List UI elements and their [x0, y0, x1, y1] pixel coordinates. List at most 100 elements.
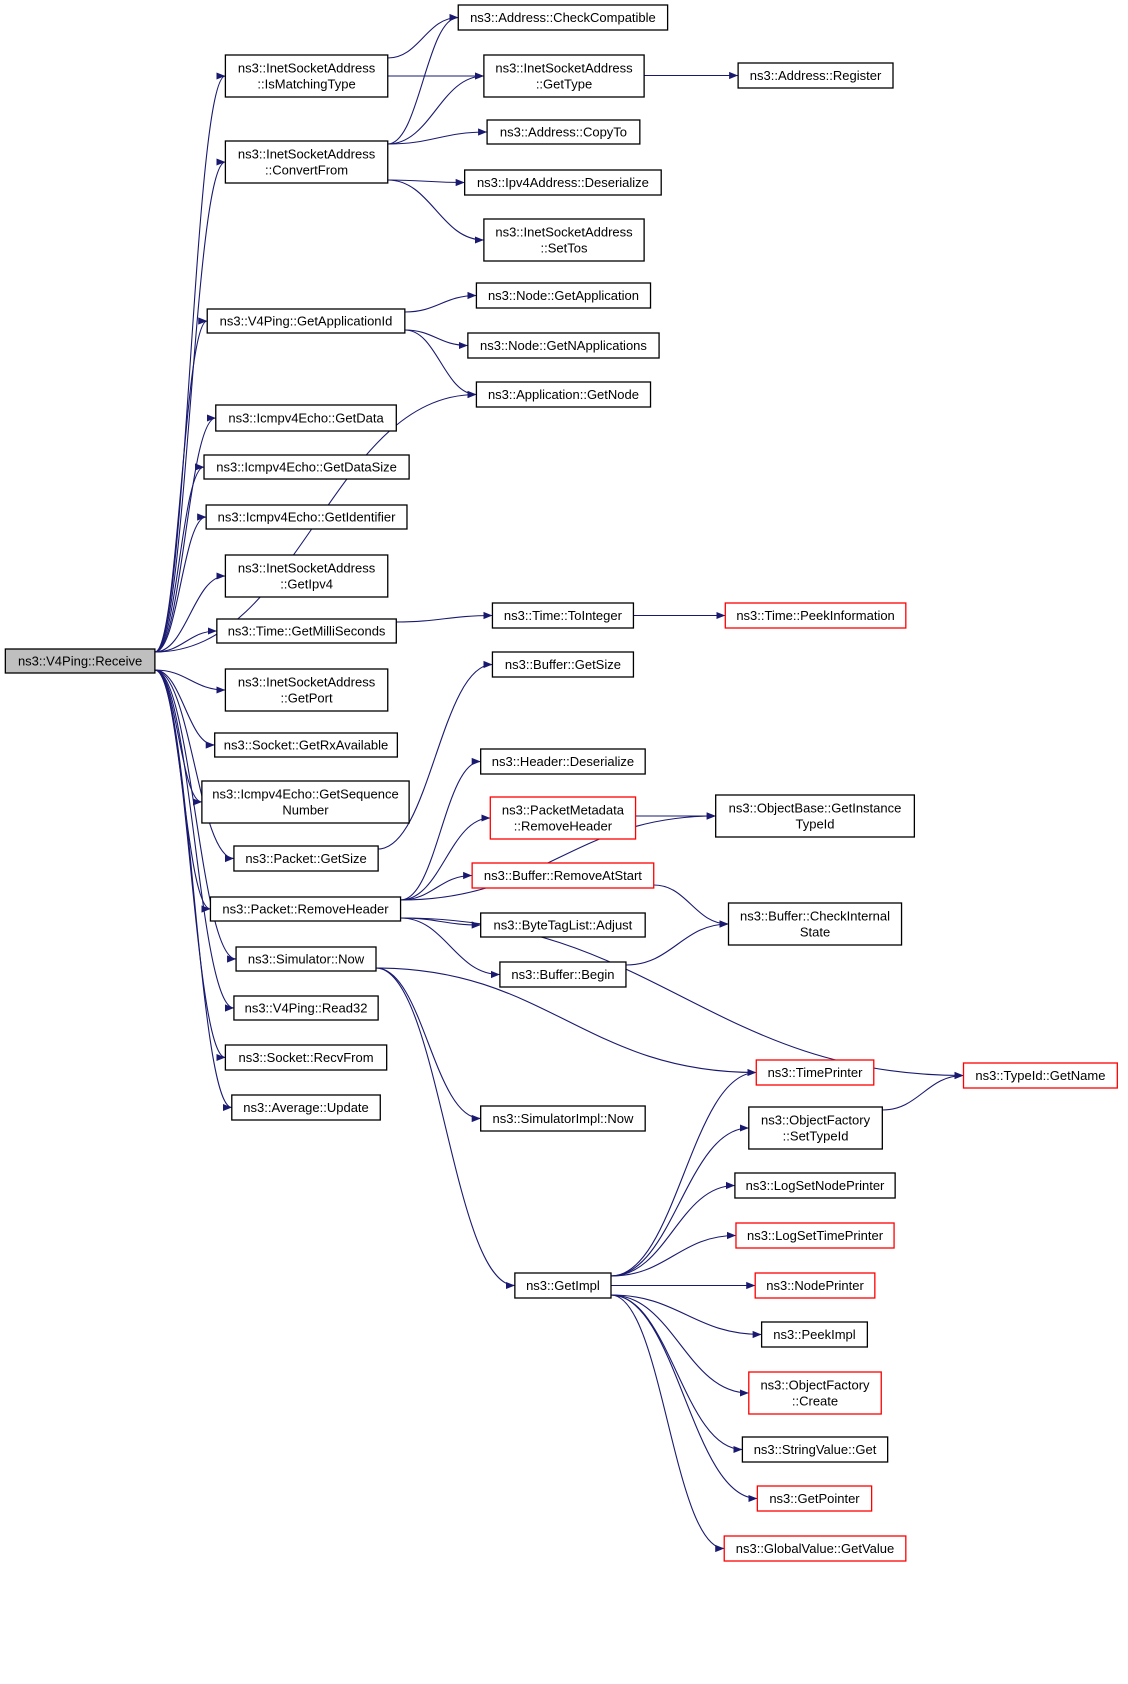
- node-v4-read32[interactable]: ns3::V4Ping::Read32: [233, 995, 379, 1021]
- node-box: [215, 404, 397, 432]
- node-timeprinter[interactable]: ns3::TimePrinter: [755, 1059, 875, 1086]
- node-socket-getrx[interactable]: ns3::Socket::GetRxAvailable: [214, 732, 399, 758]
- node-buffer-begin[interactable]: ns3::Buffer::Begin: [499, 961, 627, 988]
- node-box: [203, 454, 410, 480]
- node-globalvalue-getvalue[interactable]: ns3::GlobalValue::GetValue: [723, 1535, 907, 1562]
- node-buffer-getsize[interactable]: ns3::Buffer::GetSize: [491, 651, 635, 678]
- edge-receive-to-inet_getport: [154, 669, 226, 694]
- node-label: ns3::SimulatorImpl::Now: [492, 1111, 633, 1126]
- edge-v4_getappid-to-app_getnode: [404, 329, 477, 399]
- edge-receive-to-icmp_getdata: [154, 414, 216, 653]
- node-ipv4-deser[interactable]: ns3::Ipv4Address::Deserialize: [464, 169, 662, 196]
- node-label: ::GetIpv4: [280, 577, 333, 592]
- node-packet-removeheader[interactable]: ns3::Packet::RemoveHeader: [209, 896, 402, 922]
- node-label: ns3::GlobalValue::GetValue: [736, 1541, 895, 1556]
- node-label: ::ConvertFrom: [265, 163, 348, 178]
- node-label: ns3::Icmpv4Echo::GetData: [228, 411, 384, 426]
- node-typeid-getname[interactable]: ns3::TypeId::GetName: [962, 1062, 1118, 1089]
- node-packet-getsize[interactable]: ns3::Packet::GetSize: [233, 845, 379, 872]
- node-avg-update[interactable]: ns3::Average::Update: [231, 1094, 381, 1121]
- edge-getimpl-to-objfactory_settypeid: [610, 1124, 749, 1277]
- node-icmp-getdatasize[interactable]: ns3::Icmpv4Echo::GetDataSize: [203, 454, 410, 480]
- node-label: TypeId: [796, 817, 835, 832]
- node-label: ns3::Ipv4Address::Deserialize: [477, 175, 649, 190]
- edge-v4_getappid-to-node_getapp: [404, 291, 477, 313]
- node-getimpl[interactable]: ns3::GetImpl: [514, 1272, 612, 1299]
- edge-receive-to-time_getms: [154, 627, 217, 653]
- node-box: [4, 648, 156, 674]
- node-app-getnode[interactable]: ns3::Application::GetNode: [475, 381, 652, 408]
- node-label: ns3::Socket::RecvFrom: [238, 1050, 373, 1065]
- node-label: ::RemoveHeader: [514, 819, 613, 834]
- node-label: ns3::ObjectFactory: [761, 1113, 871, 1128]
- node-label: ns3::StringValue::Get: [754, 1442, 877, 1457]
- node-stringvalue-get[interactable]: ns3::StringValue::Get: [741, 1436, 889, 1463]
- node-inet-ismatching[interactable]: ns3::InetSocketAddress::IsMatchingType: [224, 54, 389, 98]
- node-logsetnodeprinter[interactable]: ns3::LogSetNodePrinter: [734, 1172, 896, 1199]
- edge-getimpl-to-logsettimeprinter: [610, 1231, 736, 1277]
- edge-receive-to-inet_convertfrom: [154, 158, 226, 653]
- node-objfactory-create[interactable]: ns3::ObjectFactory::Create: [748, 1371, 882, 1415]
- node-objfactory-settypeid[interactable]: ns3::ObjectFactory::SetTypeId: [748, 1106, 883, 1150]
- node-time-tointeger[interactable]: ns3::Time::ToInteger: [491, 602, 635, 629]
- node-getpointer[interactable]: ns3::GetPointer: [756, 1485, 873, 1512]
- node-addr-copyto[interactable]: ns3::Address::CopyTo: [486, 119, 641, 145]
- node-receive[interactable]: ns3::V4Ping::Receive: [4, 648, 156, 674]
- node-box: [480, 1105, 646, 1132]
- edge-receive-to-packet_getsize: [154, 669, 234, 863]
- edge-receive-to-sim_now: [154, 669, 237, 963]
- node-inet-getport[interactable]: ns3::InetSocketAddress::GetPort: [224, 668, 389, 712]
- node-addr-checkcompat[interactable]: ns3::Address::CheckCompatible: [457, 4, 669, 31]
- node-box: [475, 282, 652, 309]
- node-logsettimeprinter[interactable]: ns3::LogSetTimePrinter: [735, 1222, 895, 1249]
- edge-sim_now-to-simimpl_now: [375, 967, 481, 1123]
- edge-inet_convertfrom-to-inet_settos: [387, 179, 484, 244]
- node-nodeprinter[interactable]: ns3::NodePrinter: [754, 1272, 876, 1299]
- node-box: [233, 845, 379, 872]
- node-label: ns3::Buffer::CheckInternal: [740, 909, 890, 924]
- edge-receive-to-icmp_getdatasize: [154, 463, 205, 653]
- node-label: ns3::Buffer::RemoveAtStart: [484, 868, 642, 883]
- node-simimpl-now[interactable]: ns3::SimulatorImpl::Now: [480, 1105, 646, 1132]
- node-node-getapp[interactable]: ns3::Node::GetApplication: [475, 282, 652, 309]
- node-peekimpl[interactable]: ns3::PeekImpl: [760, 1321, 869, 1348]
- node-inet-getipv4[interactable]: ns3::InetSocketAddress::GetIpv4: [224, 554, 389, 598]
- edge-getimpl-to-objfactory_create: [610, 1294, 749, 1397]
- node-label: ns3::Time::PeekInformation: [736, 608, 894, 623]
- edge-buffer_removeatstart-to-buffer_checkinternal: [653, 884, 729, 928]
- node-label: ns3::NodePrinter: [766, 1278, 864, 1293]
- node-addr-register[interactable]: ns3::Address::Register: [737, 62, 894, 89]
- node-box: [748, 1371, 882, 1415]
- node-sim-now[interactable]: ns3::Simulator::Now: [235, 946, 377, 972]
- node-time-getms[interactable]: ns3::Time::GetMilliSeconds: [216, 618, 397, 644]
- node-box: [224, 668, 389, 712]
- node-label: ns3::Average::Update: [243, 1100, 369, 1115]
- node-bytetag-adjust[interactable]: ns3::ByteTagList::Adjust: [480, 912, 646, 938]
- node-label: ns3::PacketMetadata: [502, 803, 625, 818]
- node-socket-recvfrom[interactable]: ns3::Socket::RecvFrom: [224, 1044, 388, 1071]
- node-v4-getappid[interactable]: ns3::V4Ping::GetApplicationId: [206, 308, 406, 334]
- edge-inet_convertfrom-to-addr_checkcompat: [387, 13, 459, 145]
- edge-getimpl-to-logsetnodeprinter: [610, 1181, 735, 1277]
- node-icmp-getid[interactable]: ns3::Icmpv4Echo::GetIdentifier: [205, 504, 408, 530]
- node-label: ns3::Time::ToInteger: [504, 608, 623, 623]
- node-time-peekinfo[interactable]: ns3::Time::PeekInformation: [724, 602, 907, 629]
- edge-inet_convertfrom-to-addr_copyto: [387, 128, 488, 145]
- node-inet-settos[interactable]: ns3::InetSocketAddress::SetTos: [483, 218, 645, 262]
- node-pm-removeheader[interactable]: ns3::PacketMetadata::RemoveHeader: [489, 796, 637, 840]
- node-label: ::Create: [792, 1394, 838, 1409]
- node-label: ::IsMatchingType: [257, 77, 355, 92]
- node-buffer-removeatstart[interactable]: ns3::Buffer::RemoveAtStart: [471, 862, 655, 889]
- node-inet-convertfrom[interactable]: ns3::InetSocketAddress::ConvertFrom: [224, 140, 389, 184]
- node-header-deser[interactable]: ns3::Header::Deserialize: [480, 748, 646, 775]
- node-node-getnapps[interactable]: ns3::Node::GetNApplications: [467, 332, 660, 359]
- edge-receive-to-v4_read32: [154, 669, 235, 1012]
- node-inet-gettype[interactable]: ns3::InetSocketAddress::GetType: [483, 54, 645, 98]
- node-box: [755, 1059, 875, 1086]
- node-icmp-getdata[interactable]: ns3::Icmpv4Echo::GetData: [215, 404, 397, 432]
- node-label: ns3::Time::GetMilliSeconds: [228, 624, 386, 639]
